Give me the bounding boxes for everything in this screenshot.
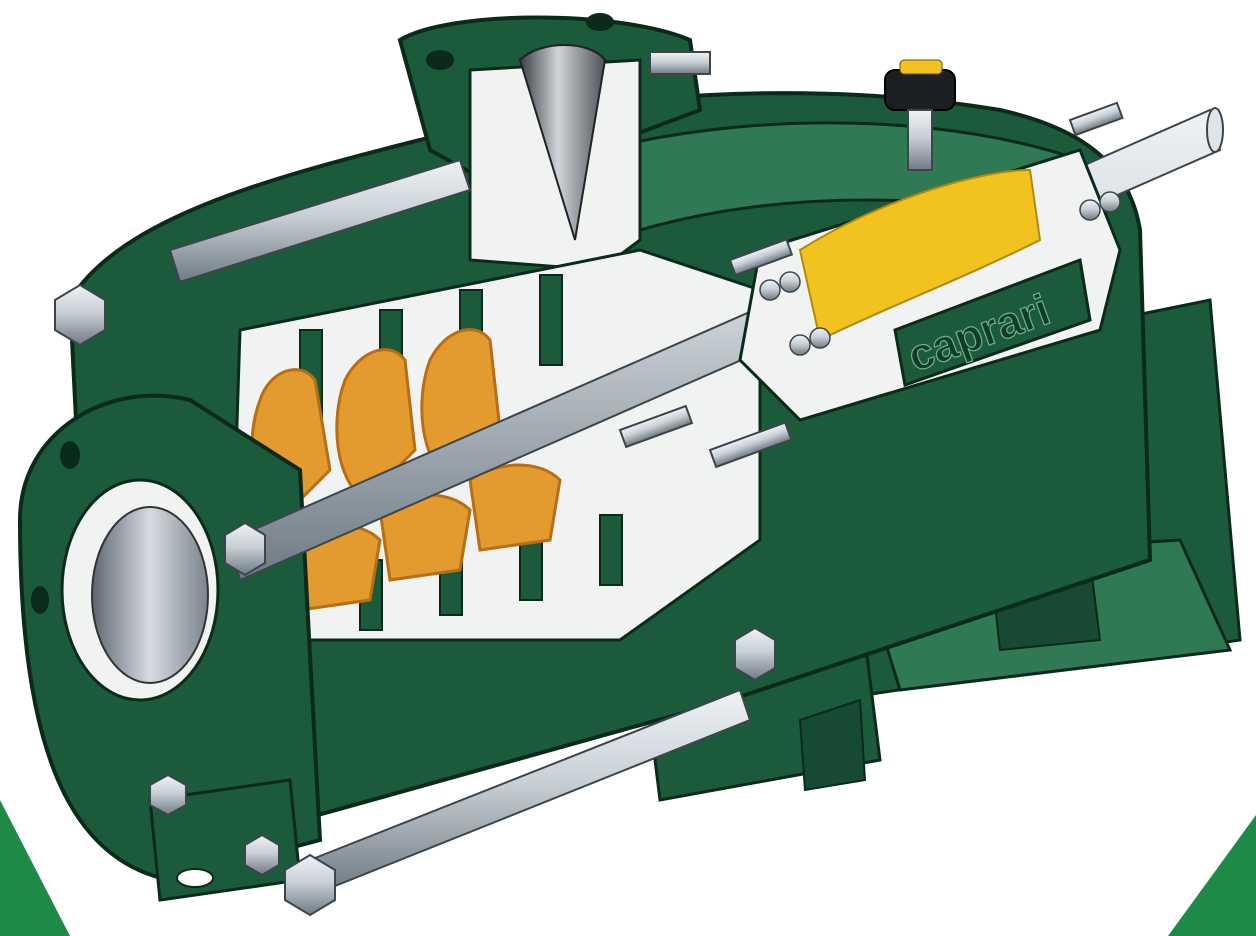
nut-bottom-small (244, 833, 280, 877)
nut-bottom-left (284, 853, 336, 917)
nut-mid-right (734, 626, 776, 682)
nut-shaft-end (224, 521, 266, 577)
lubricant-oil (798, 168, 1042, 342)
corner-accent-left (0, 800, 70, 936)
discharge-flange (397, 13, 711, 272)
screws (618, 101, 1124, 469)
discharge-cone (518, 44, 607, 241)
bearing-housing (738, 59, 1122, 422)
nut-top-left (54, 283, 106, 347)
suction-flange (17, 393, 323, 902)
nut-left-small (149, 773, 187, 817)
corner-accent-right (1168, 815, 1256, 936)
bolts (54, 283, 776, 917)
